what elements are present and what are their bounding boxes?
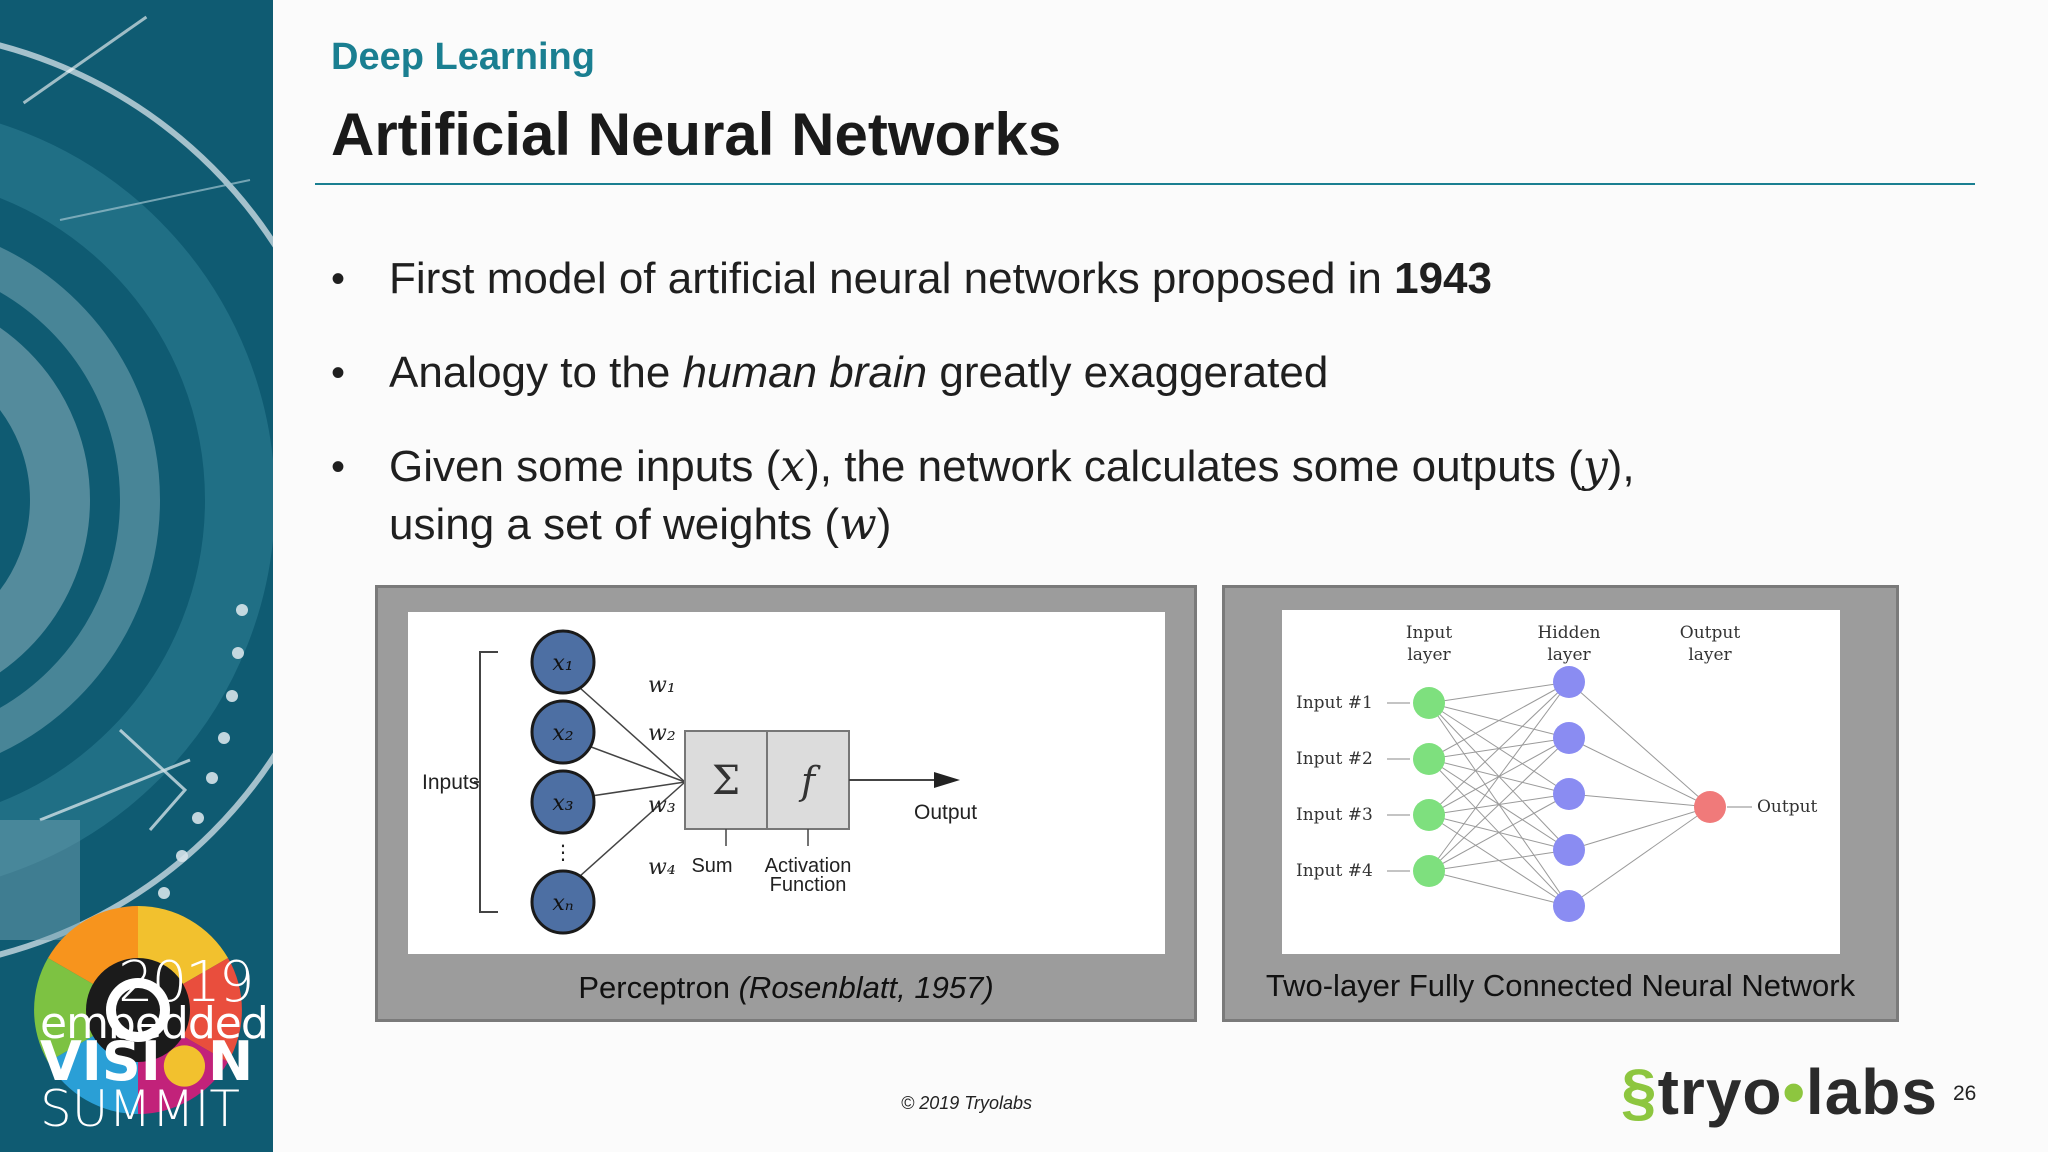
sum-symbol: Σ — [712, 758, 740, 804]
event-sidebar: 2019 embedded VISI●N SUMMIT — [0, 0, 273, 1152]
slide-content: Deep Learning Artificial Neural Networks… — [273, 0, 2048, 1152]
output-arrow-icon — [934, 772, 960, 788]
activation-label-line2: Function — [770, 874, 847, 896]
summit-camera-logo — [34, 906, 242, 1114]
bullet-item: Analogy to the human brain greatly exagg… — [331, 344, 1781, 402]
ellipsis-dots: ⋮ — [553, 840, 573, 864]
svg-text:x₂: x₂ — [552, 721, 573, 746]
network-edge — [1428, 681, 1570, 704]
perceptron-input-node: x₁ — [530, 629, 596, 695]
tryolabs-logo: §tryo•labs — [1621, 1056, 1938, 1128]
network-edge — [1428, 681, 1570, 816]
network-edge — [1428, 870, 1570, 907]
input-layer-node — [1413, 799, 1445, 831]
hidden-layer-node — [1553, 722, 1585, 754]
network-edge — [1568, 806, 1711, 851]
network-input-label: Input #2 — [1296, 749, 1373, 769]
network-figure: Input layer Hidden layer Output layer In… — [1222, 585, 1899, 1022]
title-divider — [315, 183, 1975, 185]
summit-vision-text: VISI●N — [40, 1030, 254, 1093]
svg-text:x₃: x₃ — [552, 791, 573, 816]
hidden-layer-node — [1553, 890, 1585, 922]
network-input-label: Input #3 — [1296, 805, 1373, 825]
weight-label: w₃ — [648, 793, 676, 818]
network-diagram: Input layer Hidden layer Output layer In… — [1282, 610, 1840, 954]
svg-text:x₁: x₁ — [552, 651, 573, 676]
bullet-item: Given some inputs (x), the network calcu… — [331, 438, 1781, 554]
hidden-layer-node — [1553, 778, 1585, 810]
summit-summit-text: SUMMIT — [40, 1080, 240, 1138]
output-layer-node — [1694, 791, 1726, 823]
bullet-item: First model of artificial neural network… — [331, 250, 1781, 308]
hidden-layer-node — [1553, 666, 1585, 698]
perceptron-figure: Inputs x₁ x₂ x₃ ⋮ — [375, 585, 1197, 1022]
network-svg: Input layer Hidden layer Output layer In… — [1296, 623, 1818, 922]
slide-title: Artificial Neural Networks — [331, 101, 1062, 168]
svg-text:xₙ: xₙ — [552, 891, 573, 916]
input-layer-node — [1413, 855, 1445, 887]
perceptron-caption: Perceptron (Rosenblatt, 1957) — [578, 970, 994, 1005]
network-edge — [1568, 806, 1711, 907]
hidden-layer-node — [1553, 834, 1585, 866]
perceptron-diagram: Inputs x₁ x₂ x₃ ⋮ — [408, 612, 1165, 954]
input-layer-node — [1413, 687, 1445, 719]
network-edge — [1428, 681, 1570, 760]
network-edge — [1568, 681, 1711, 808]
network-edge — [1428, 737, 1570, 872]
network-edge — [1568, 793, 1711, 808]
input-layer-node — [1413, 743, 1445, 775]
section-label: Deep Learning — [331, 36, 595, 78]
hidden-layer-header: Hidden — [1537, 623, 1600, 643]
network-input-label: Input #1 — [1296, 693, 1373, 713]
copyright-text: © 2019 Tryolabs — [901, 1093, 1032, 1113]
summit-year: 2019 — [118, 950, 255, 1015]
tryolabs-mark-icon: § — [1621, 1056, 1658, 1128]
input-layer-header: Input — [1406, 623, 1452, 643]
inputs-label: Inputs — [422, 771, 479, 794]
sum-label: Sum — [691, 855, 732, 877]
output-label: Output — [914, 801, 977, 824]
hidden-layer-header: layer — [1547, 645, 1591, 665]
page-number: 26 — [1953, 1082, 1977, 1105]
bullet-list: First model of artificial neural network… — [331, 250, 1781, 590]
perceptron-input-node: x₃ — [530, 769, 596, 835]
weight-label: w₂ — [648, 721, 676, 746]
activation-label-line1: Activation — [765, 855, 852, 877]
perceptron-svg: Inputs x₁ x₂ x₃ ⋮ — [422, 629, 977, 935]
weight-label: w₄ — [648, 855, 676, 880]
input-layer-header: layer — [1407, 645, 1451, 665]
network-caption: Two-layer Fully Connected Neural Network — [1265, 968, 1856, 1003]
perceptron-input-node: xₙ — [530, 869, 596, 935]
weight-label: w₁ — [648, 673, 676, 698]
decorative-arcs — [0, 15, 273, 958]
output-layer-header: Output — [1680, 623, 1741, 643]
network-edge — [1428, 681, 1570, 872]
perceptron-input-node: x₂ — [530, 699, 596, 765]
network-output-label: Output — [1757, 797, 1818, 817]
network-input-label: Input #4 — [1296, 861, 1373, 881]
summit-embedded-text: embedded — [40, 998, 269, 1049]
network-edge — [1568, 737, 1711, 808]
network-edge — [1428, 849, 1570, 872]
output-layer-header: layer — [1688, 645, 1732, 665]
network-edge — [1428, 793, 1570, 872]
